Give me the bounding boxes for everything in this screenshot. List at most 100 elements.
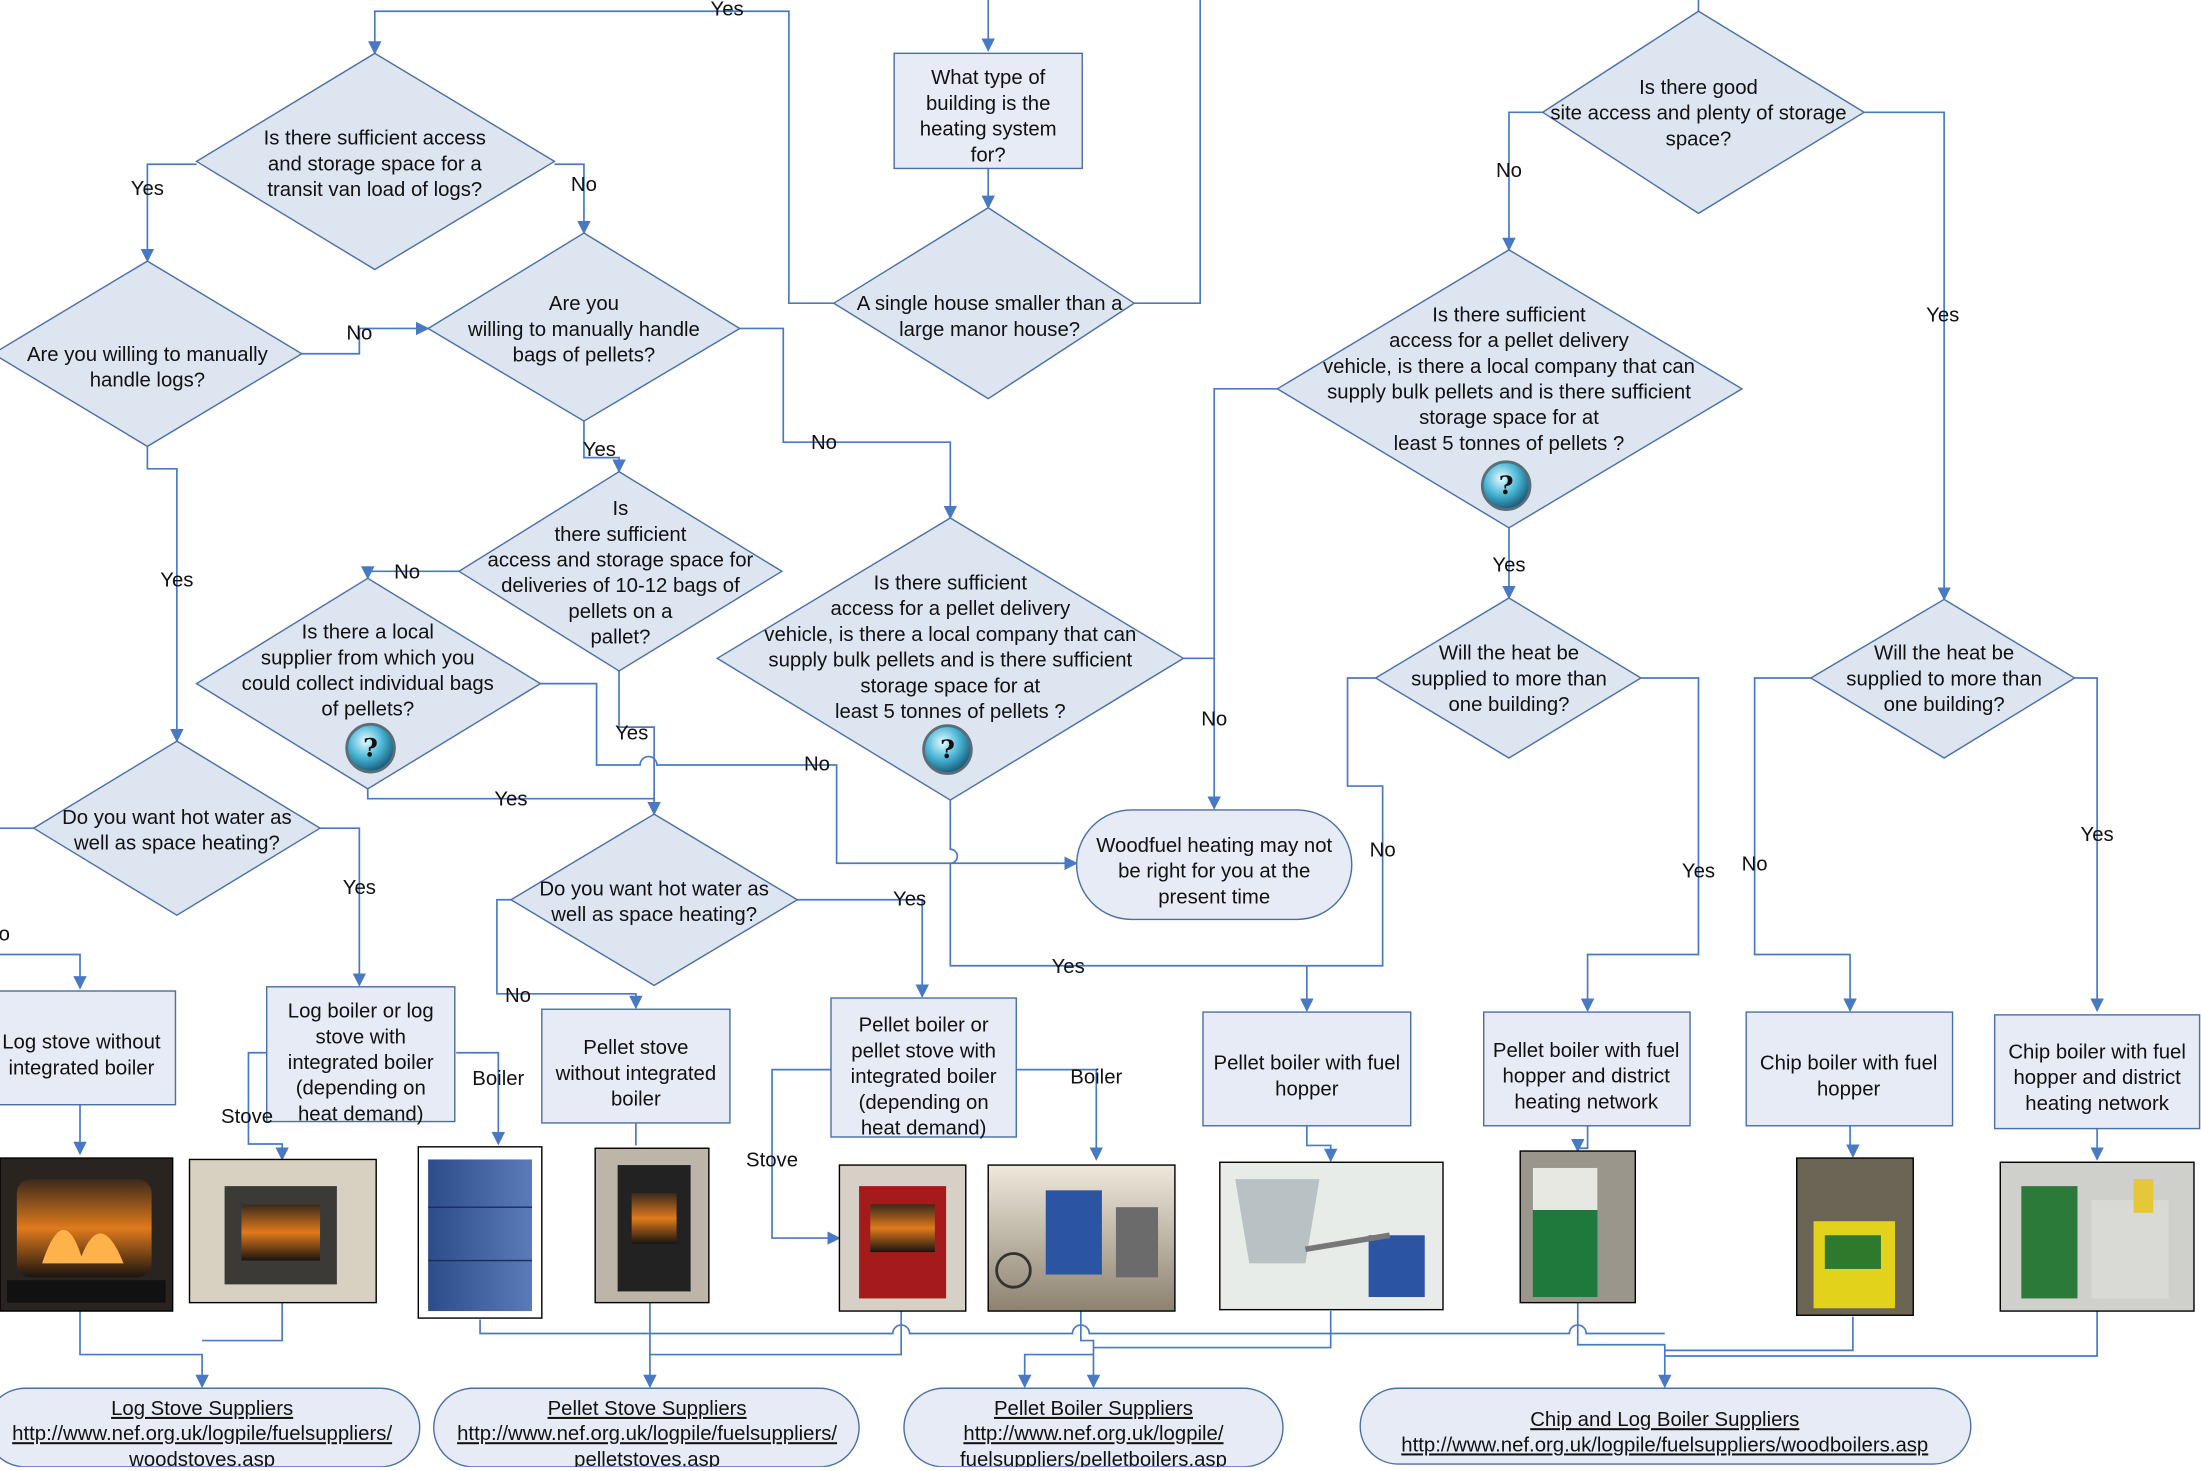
edge-label: Stove: [221, 1106, 273, 1128]
node-text: Pellet Boiler Suppliers: [994, 1398, 1193, 1420]
node-text: http://www.nef.org.uk/logpile/fuelsuppli…: [457, 1423, 837, 1467]
edge-label: No: [1742, 853, 1768, 875]
pellet-stove-red-photo: [838, 1164, 967, 1312]
edge-label: Yes: [494, 789, 527, 811]
svg-text:?: ?: [940, 734, 955, 764]
log-stove-photo-1: [0, 1157, 174, 1312]
node-text: Log Stove Suppliers: [111, 1398, 293, 1420]
edge-label: No: [1201, 709, 1227, 731]
edge-label: No: [811, 432, 837, 454]
supplier-pellet-boiler[interactable]: Pellet Boiler Suppliers http://www.nef.o…: [903, 1387, 1284, 1467]
pellet-stove-photo: [594, 1147, 710, 1304]
svg-text:?: ?: [363, 733, 378, 763]
edge-label: Yes: [1052, 956, 1085, 978]
edge-label: Yes: [343, 877, 376, 899]
supplier-pellet-stove[interactable]: Pellet Stove Suppliers http://www.nef.or…: [433, 1387, 860, 1467]
edge-label: Boiler: [1070, 1067, 1122, 1089]
edge-label: No: [505, 985, 531, 1007]
supplier-log-stove[interactable]: Log Stove Suppliers http://www.nef.org.u…: [0, 1387, 421, 1467]
edge-label: No: [1496, 160, 1522, 182]
pellet-district-photo: [1519, 1150, 1637, 1304]
node-text: http://www.nef.org.uk/logpile/fuelsuppli…: [1401, 1434, 1928, 1456]
edge-label: No: [1370, 839, 1396, 861]
supplier-chip-log-boiler[interactable]: Chip and Log Boiler Suppliers http://www…: [1359, 1387, 1972, 1465]
edge-label: Stove: [746, 1149, 798, 1171]
log-stove-photo-2: [188, 1158, 377, 1304]
edge-label: No: [346, 323, 372, 345]
edge-label: Yes: [2081, 824, 2114, 846]
connectors: [0, 0, 2104, 1389]
info-icon[interactable]: ?: [1480, 460, 1532, 511]
edge-label: Yes: [1682, 860, 1715, 882]
node-text: http://www.nef.org.uk/logpile/fuelsuppli…: [12, 1423, 392, 1467]
info-icon[interactable]: ?: [922, 724, 973, 775]
edge-label: Yes: [711, 0, 744, 20]
edge-label: Yes: [1926, 304, 1959, 326]
edge-labels: Yes Yes No No Yes No Yes No Yes No Yes N…: [0, 0, 2114, 1171]
edge-label: Yes: [583, 439, 616, 461]
edge-label: Boiler: [472, 1068, 524, 1090]
log-boiler-photo: [417, 1146, 543, 1319]
info-icon[interactable]: ?: [345, 722, 396, 774]
pellet-hopper-photo: [1219, 1161, 1444, 1311]
edge-label: No: [571, 174, 597, 196]
edge-label: Yes: [893, 888, 926, 910]
edge-label: Yes: [615, 723, 648, 745]
edge-label: o: [0, 923, 10, 945]
edge-label: Yes: [131, 178, 164, 200]
node-text: Chip and Log Boiler Suppliers: [1530, 1409, 1799, 1431]
node-text: http://www.nef.org.uk/logpile/fuelsuppli…: [960, 1423, 1227, 1467]
edge-label: Yes: [160, 570, 193, 592]
edge-label: Yes: [1492, 554, 1525, 576]
chip-district-photo: [1999, 1161, 2195, 1312]
chip-hopper-photo: [1796, 1157, 1914, 1316]
edge-label: No: [394, 561, 420, 583]
node-text: Pellet Stove Suppliers: [548, 1398, 747, 1420]
svg-text:?: ?: [1499, 470, 1514, 500]
